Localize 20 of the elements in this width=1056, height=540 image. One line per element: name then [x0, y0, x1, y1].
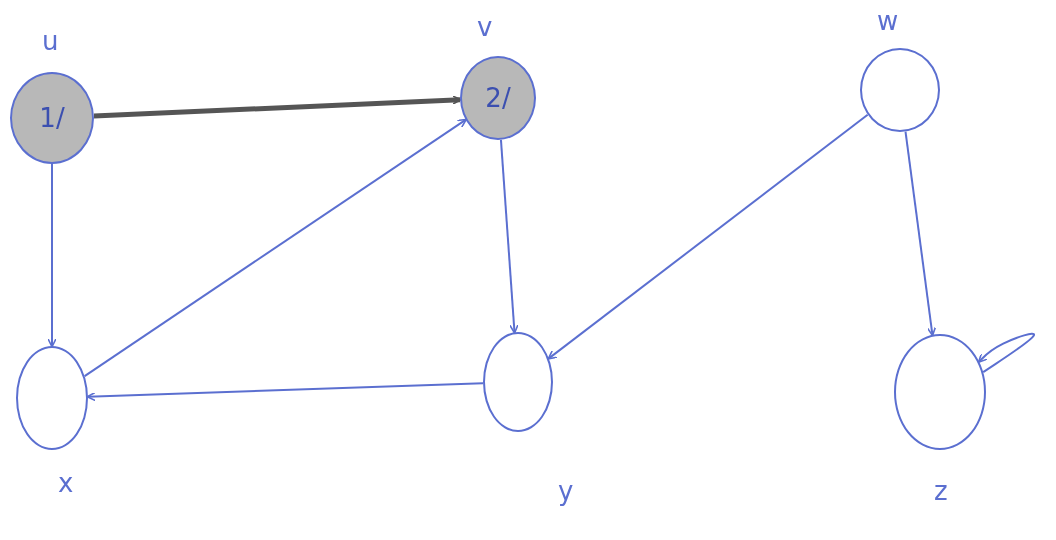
discovery-time-label: 2/	[485, 83, 511, 113]
vertex-name: y	[558, 476, 574, 506]
graph-vertex	[483, 332, 553, 432]
arrow	[47, 163, 57, 348]
vertex-name: z	[934, 476, 948, 506]
vertex-name: w	[877, 6, 899, 36]
graph-vertex	[16, 346, 88, 450]
arrow	[904, 130, 937, 337]
graph-vertex	[860, 48, 940, 132]
vertex-name: x	[58, 468, 74, 498]
arrow	[977, 332, 1035, 374]
discovery-time-label: 1/	[39, 103, 65, 133]
vertex-name: v	[477, 12, 493, 42]
arrow	[83, 118, 467, 378]
vertex-name: u	[42, 26, 59, 56]
arrow	[499, 138, 519, 334]
arrow	[86, 382, 484, 402]
graph-vertex	[894, 334, 986, 450]
arrow	[547, 113, 869, 360]
arrow	[93, 95, 462, 119]
